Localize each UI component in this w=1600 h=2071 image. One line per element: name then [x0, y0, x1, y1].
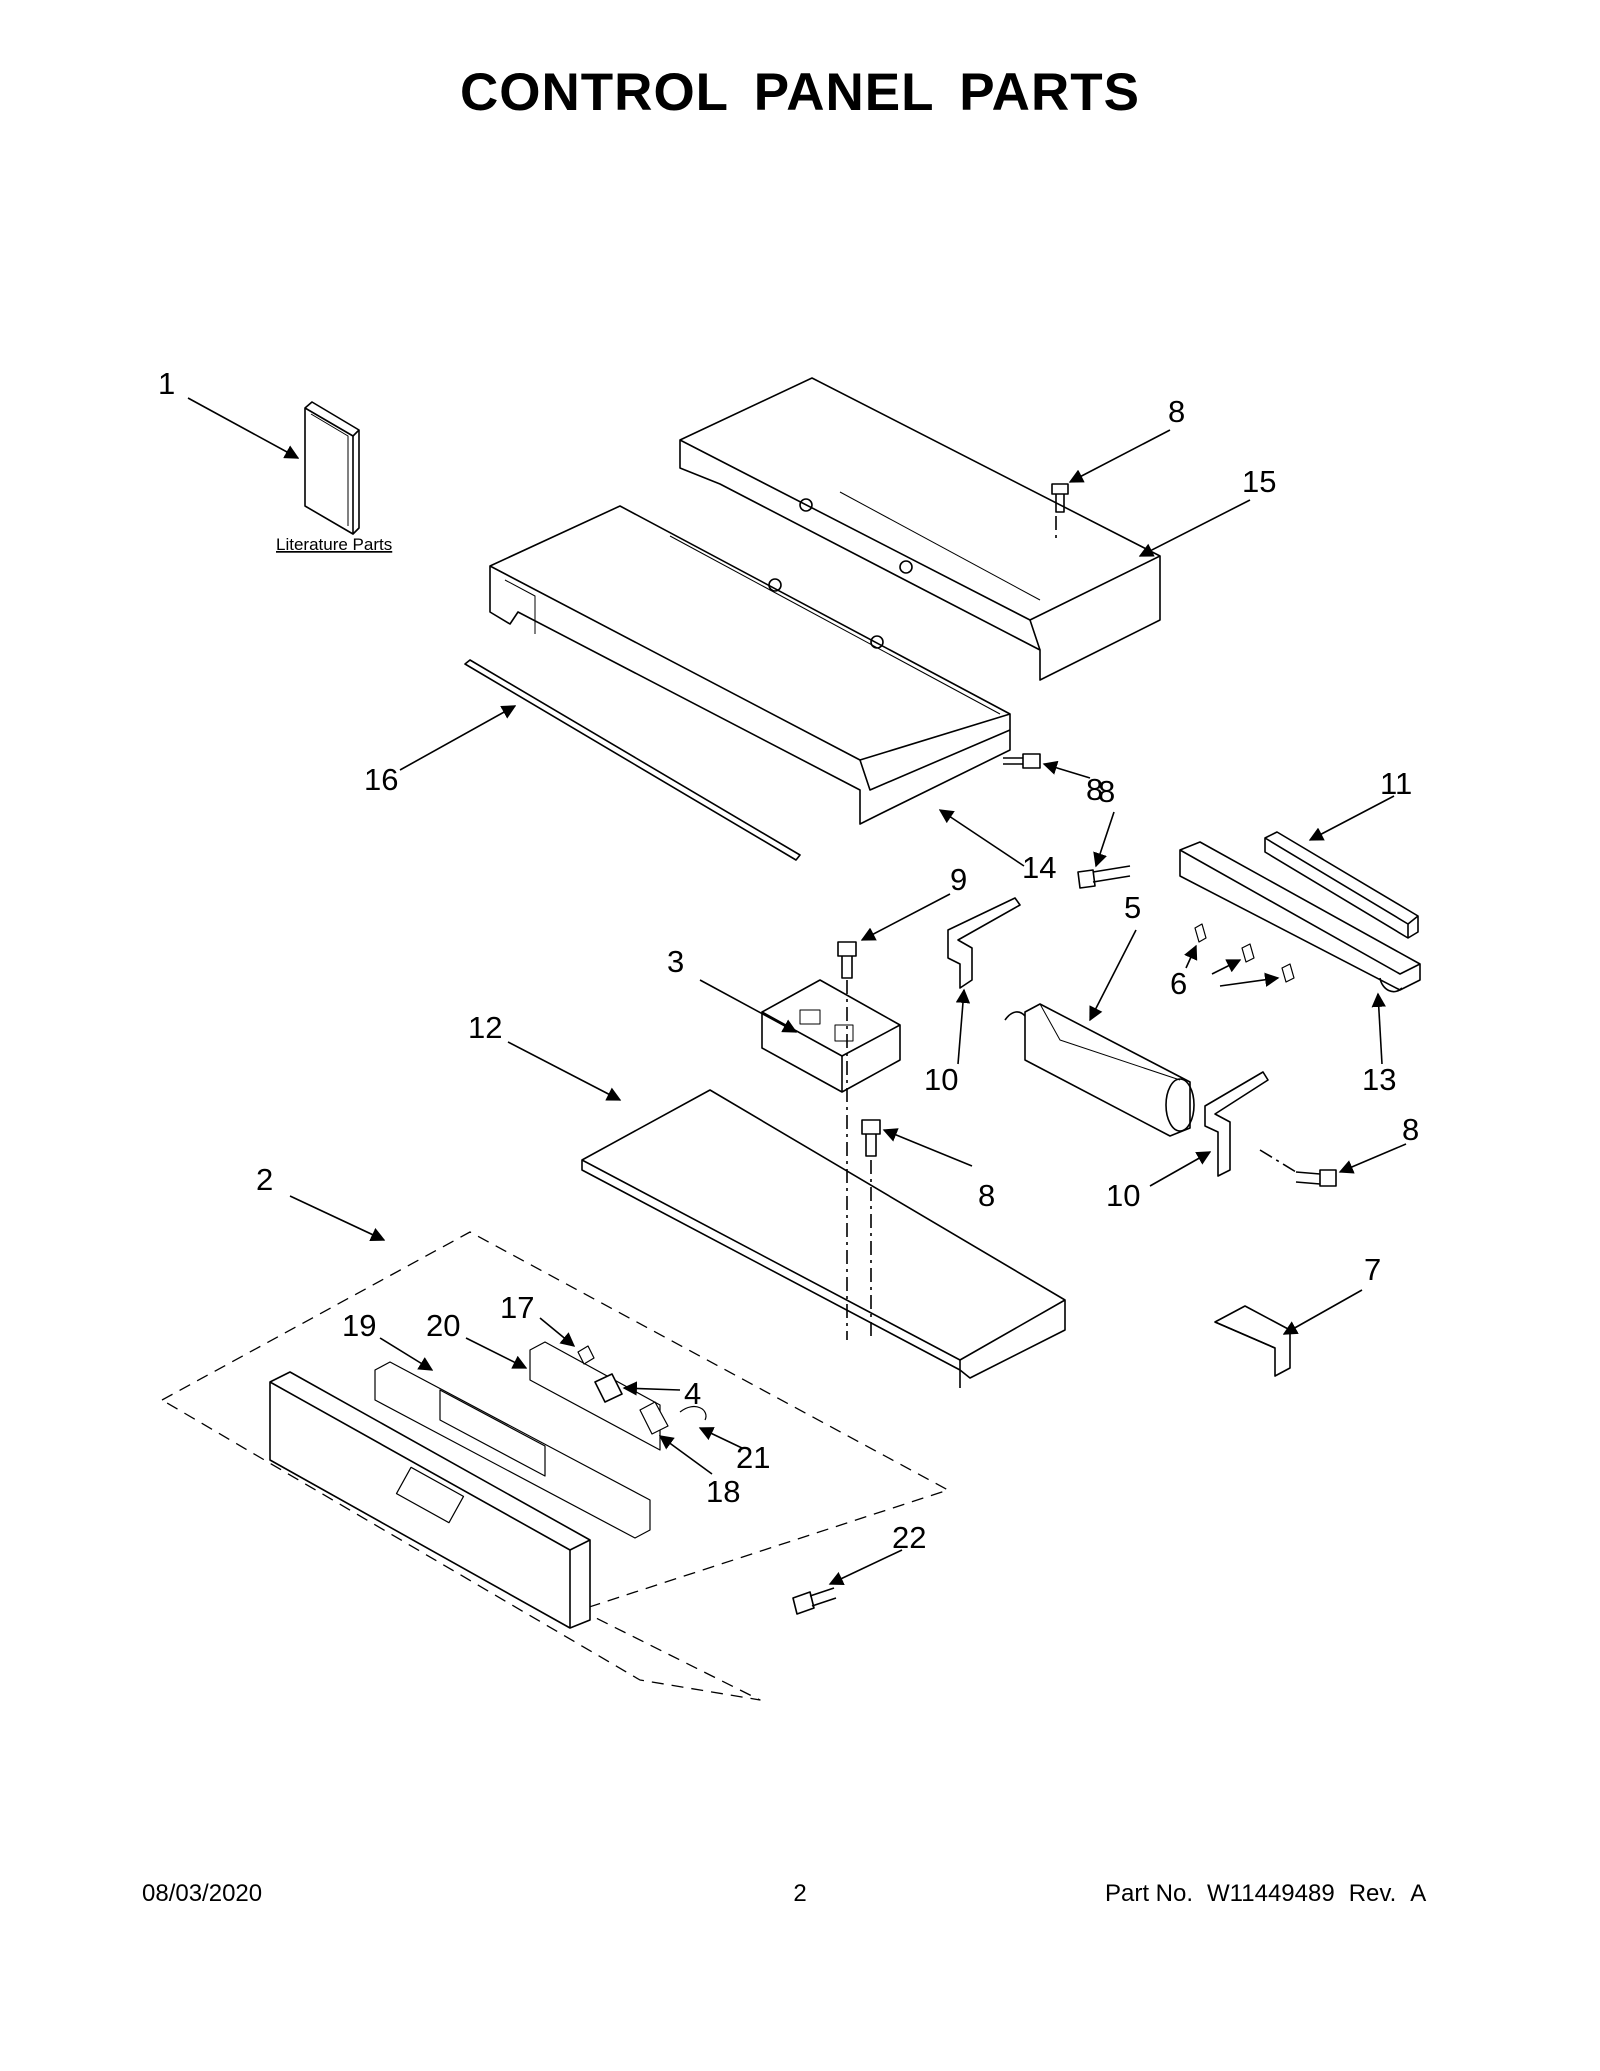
screw-part-8-top	[1051, 483, 1069, 513]
leader-8b	[1042, 760, 1091, 779]
board-plate-part-12	[581, 1089, 1066, 1388]
callout-14: 14	[1022, 850, 1056, 885]
callout-8-rail: 8	[1086, 772, 1103, 807]
callout-11: 11	[1380, 766, 1412, 801]
callout-17: 17	[500, 1290, 534, 1325]
revision-value: A	[1410, 1880, 1427, 1907]
trim-strip-part-16	[464, 659, 801, 861]
leader-8d	[882, 1128, 973, 1167]
screw-part-8-lower	[861, 1119, 881, 1157]
leader-7	[1282, 1289, 1363, 1335]
screw-part-9	[837, 941, 857, 979]
callout-22: 22	[892, 1520, 926, 1555]
literature-booklet-part	[304, 401, 360, 535]
leader-12	[507, 1041, 622, 1101]
screw-part-8-rail	[1077, 865, 1131, 889]
callout-10-left: 10	[924, 1062, 958, 1097]
screw-part-22	[792, 1587, 837, 1615]
page-title: CONTROL PANEL PARTS	[460, 63, 1140, 122]
callout-8-right: 8	[1402, 1112, 1419, 1147]
leader-8e	[1338, 1143, 1407, 1174]
leader-11	[1308, 795, 1395, 841]
leader-18	[658, 1435, 713, 1475]
callout-8-top: 8	[1168, 394, 1185, 429]
callout-7: 7	[1364, 1252, 1381, 1287]
bracket-part-10-left	[947, 897, 1021, 989]
callout-8-lower: 8	[978, 1178, 995, 1213]
part-number-value: W11449489	[1207, 1880, 1335, 1907]
leader-8c	[1093, 811, 1115, 868]
leader-8a	[1068, 429, 1171, 483]
callout-5: 5	[1124, 890, 1141, 925]
callout-12: 12	[468, 1010, 502, 1045]
leader-14	[938, 809, 1025, 867]
footer-page-number: 2	[793, 1880, 807, 1907]
callout-19: 19	[342, 1308, 376, 1343]
leader-15	[1138, 499, 1251, 557]
callout-20: 20	[426, 1308, 460, 1343]
leader-6b	[1211, 959, 1242, 975]
leader-4	[622, 1381, 681, 1396]
callout-1: 1	[158, 366, 175, 401]
leader-2	[289, 1195, 386, 1242]
callout-3: 3	[667, 944, 684, 979]
upper-control-panel-part-15	[679, 377, 1161, 681]
mounting-rail-part-13	[1179, 841, 1421, 993]
callout-2: 2	[256, 1162, 273, 1197]
part-number-label: Part No.	[1105, 1880, 1194, 1907]
leader-10b	[1149, 1151, 1212, 1187]
leader-19	[379, 1337, 434, 1371]
leader-13	[1371, 992, 1386, 1065]
leader-6a	[1184, 944, 1198, 969]
leader-16	[399, 705, 517, 771]
leader-10a	[955, 988, 971, 1065]
blower-fan-part-5	[1004, 1003, 1195, 1137]
callout-16: 16	[364, 762, 398, 797]
leader-6c	[1219, 972, 1280, 987]
control-panel-face	[269, 1371, 591, 1629]
leader-3	[699, 979, 798, 1033]
callout-9: 9	[950, 862, 967, 897]
connector-part-18-21	[639, 1401, 707, 1435]
control-housing-part-14	[489, 505, 1011, 825]
leader-1	[187, 397, 300, 459]
electronic-module-part-3	[761, 979, 901, 1093]
leader-20	[465, 1337, 528, 1369]
connector-part-4	[594, 1373, 623, 1403]
screw-part-8-side	[1003, 753, 1041, 769]
leader-21	[698, 1427, 743, 1449]
callout-21: 21	[736, 1440, 770, 1475]
revision-label: Rev.	[1348, 1880, 1397, 1907]
leader-9	[860, 893, 951, 941]
callout-13: 13	[1362, 1062, 1396, 1097]
clip-part-17	[577, 1345, 595, 1365]
callout-18: 18	[706, 1474, 740, 1509]
leader-22	[828, 1549, 903, 1585]
bracket-part-10-right	[1204, 1071, 1269, 1177]
callout-6: 6	[1170, 966, 1187, 1001]
footer-date: 08/03/2020	[142, 1880, 263, 1907]
footer-part-number: Part No. W11449489 Rev. A	[1105, 1880, 1440, 1908]
bracket-rod-part-11	[1264, 831, 1419, 939]
callout-8-side: 8	[1098, 774, 1115, 809]
callout-4: 4	[684, 1376, 701, 1411]
alignment-lines	[846, 516, 1297, 1340]
sensor-part-6	[1194, 923, 1295, 983]
keypad-board-part-19-20	[374, 1341, 661, 1539]
callout-10-right: 10	[1106, 1178, 1140, 1213]
small-bracket-part-7	[1214, 1305, 1291, 1377]
screw-part-8-right	[1295, 1169, 1337, 1187]
callout-15: 15	[1242, 464, 1276, 499]
leader-5	[1089, 929, 1137, 1022]
leader-17	[539, 1317, 576, 1347]
literature-parts-label: Literature Parts	[276, 535, 392, 554]
